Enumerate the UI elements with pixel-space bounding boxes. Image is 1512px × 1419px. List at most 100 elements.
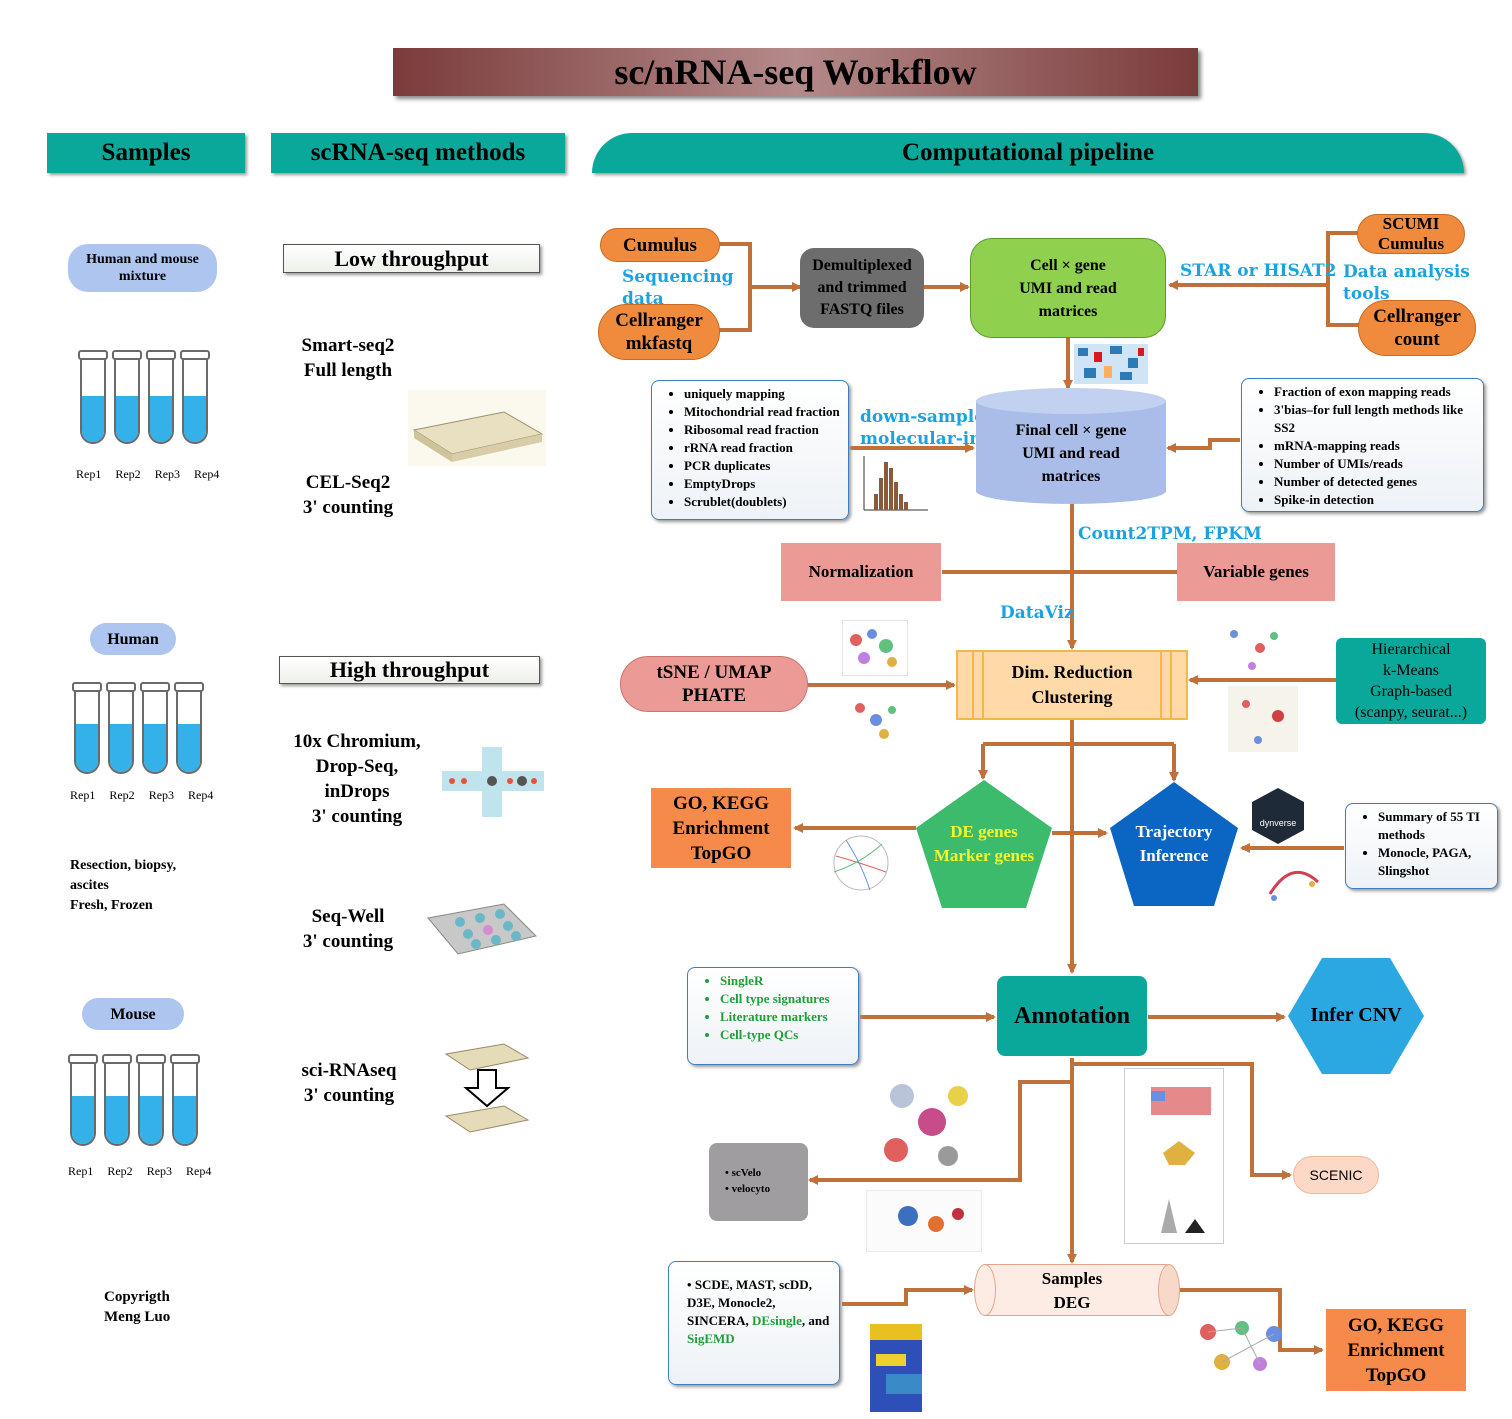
label-line: and trimmed xyxy=(817,279,907,296)
rep-labels-human: Rep1 Rep2 Rep3 Rep4 xyxy=(70,788,213,803)
velo-item: • velocyto xyxy=(725,1183,771,1195)
annot-item: Literature markers xyxy=(720,1008,852,1026)
scenic-panels-image xyxy=(1124,1068,1224,1244)
deg-tools-sigemd: SigEMD xyxy=(687,1331,735,1346)
samples-header: Samples xyxy=(47,133,245,173)
variable-genes-node: Variable genes xyxy=(1177,543,1335,601)
velocity-embedding-icon xyxy=(884,1084,968,1166)
sample-note-line: Resection, biopsy, xyxy=(70,858,177,873)
velocity-tools-node: • scVelo • velocyto xyxy=(709,1143,808,1221)
copyright-line: Meng Luo xyxy=(104,1309,171,1325)
method-line: sci-RNAseq xyxy=(301,1060,397,1081)
scenic-node: SCENIC xyxy=(1293,1156,1379,1194)
rep-labels-mouse: Rep1 Rep2 Rep3 Rep4 xyxy=(68,1164,211,1179)
qc-item: Ribosomal read fraction xyxy=(684,421,842,439)
annot-item: Cell type signatures xyxy=(720,990,852,1008)
microfluidics-image xyxy=(442,747,544,817)
sample-group-mixture-label: Human and mouse mixture xyxy=(86,252,199,284)
label-line: Clustering xyxy=(1031,687,1113,707)
data-analysis-tools-label: Data analysis tools xyxy=(1343,261,1470,305)
velo-item: • scVelo xyxy=(725,1167,762,1179)
droplet-channel-icon xyxy=(442,747,544,817)
label-line: Cell × gene xyxy=(1030,256,1106,274)
velo-item-text: velocyto xyxy=(731,1183,771,1195)
method-line: Drop-Seq, xyxy=(315,756,399,777)
sample-group-human: Human xyxy=(90,623,176,655)
matrix-heatmap-image xyxy=(1074,344,1148,384)
page-title: sc/nRNA-seq Workflow xyxy=(393,48,1198,96)
dynverse-text: dynverse xyxy=(1260,818,1297,828)
method-cel-seq2: CEL-Seq2 3' counting xyxy=(286,470,410,520)
tsne-plot-image xyxy=(841,619,909,677)
chord-plot-image xyxy=(826,832,896,894)
label-line: UMI and read xyxy=(1019,279,1117,297)
rep-label: Rep4 xyxy=(194,467,220,481)
test-tube-icon xyxy=(106,682,136,774)
label-line: UMI and read xyxy=(1022,444,1120,462)
test-tube-icon xyxy=(78,350,108,444)
rep-label: Rep2 xyxy=(115,467,141,481)
high-throughput-box: High throughput xyxy=(279,656,540,684)
deg-tools-and: , and xyxy=(801,1313,830,1328)
normalization-node: Normalization xyxy=(781,543,941,601)
qc-item: EmptyDrops xyxy=(684,475,842,493)
label-line: Samples xyxy=(1041,1269,1103,1288)
label-line: down-sample xyxy=(860,407,986,427)
chord-diagram-icon xyxy=(833,835,889,891)
velocity-embedding-icon xyxy=(865,1189,983,1253)
test-tube-icon xyxy=(180,350,210,444)
deg-tools-list: • SCDE, MAST, scDD, D3E, Monocle2, SINCE… xyxy=(668,1261,840,1385)
umap-plot-image xyxy=(848,690,908,744)
star-hisat-label: STAR or HISAT2 xyxy=(1180,261,1337,281)
infer-cnv-label: Infer CNV xyxy=(1310,1004,1402,1026)
rep-label: Rep4 xyxy=(188,788,214,802)
method-line: Full length xyxy=(303,360,393,381)
method-line: 10x Chromium, xyxy=(293,731,421,752)
label-line: Sequencing xyxy=(622,267,734,287)
method-line: 3' counting xyxy=(302,497,394,518)
label-line: count xyxy=(1394,329,1440,350)
qc-item: rRNA read fraction xyxy=(684,439,842,457)
qc-item: Scrublet(doublets) xyxy=(684,493,842,511)
deg-tools-text: SCDE, MAST, scDD, D3E, Monocle2, SINCERA… xyxy=(687,1277,812,1328)
label-line: molecular-info xyxy=(860,429,1001,449)
qc-item: 3'bias–for full length methods like SS2 xyxy=(1274,401,1477,437)
trajectory-icon xyxy=(1268,871,1320,901)
label-line: matrices xyxy=(1038,302,1098,320)
sample-group-mouse: Mouse xyxy=(82,998,184,1030)
count2tpm-label: Count2TPM, FPKM xyxy=(1078,524,1262,544)
qc-item: Spike-in detection xyxy=(1274,491,1477,509)
sample-group-mouse-label: Mouse xyxy=(110,1005,156,1023)
label-line: Final cell × gene xyxy=(1015,421,1127,439)
label-line: tSNE / UMAP xyxy=(656,662,772,683)
scatter-icon xyxy=(1228,686,1298,752)
scenic-figure-icon xyxy=(1151,1087,1211,1233)
trajectory-label: Trajectory Inference xyxy=(1108,820,1240,868)
histogram-icon xyxy=(863,456,928,511)
label-line: SCUMI xyxy=(1382,214,1440,233)
heatmap-icon xyxy=(1074,344,1148,384)
label-line: k-Means xyxy=(1383,662,1439,679)
label-line: FASTQ files xyxy=(820,301,904,318)
label-line: tools xyxy=(1343,284,1390,304)
annot-item: SingleR xyxy=(720,972,852,990)
seq-well-array-icon xyxy=(427,903,537,955)
rep-label: Rep2 xyxy=(109,788,135,802)
rep-label: Rep3 xyxy=(154,467,181,481)
label-line: Demultiplexed xyxy=(812,257,912,274)
label-line: Inference xyxy=(1139,846,1209,865)
sample-notes: Resection, biopsy, ascites Fresh, Frozen xyxy=(70,856,176,916)
de-genes-label: DE genes Marker genes xyxy=(914,820,1054,868)
method-line: 3' counting xyxy=(302,931,394,952)
test-tube-icon xyxy=(170,1054,200,1146)
rep-label: Rep1 xyxy=(68,1164,94,1178)
de-genes-node xyxy=(916,780,1052,908)
rep-label: Rep1 xyxy=(76,467,102,481)
label-line: Cellranger xyxy=(615,310,703,331)
